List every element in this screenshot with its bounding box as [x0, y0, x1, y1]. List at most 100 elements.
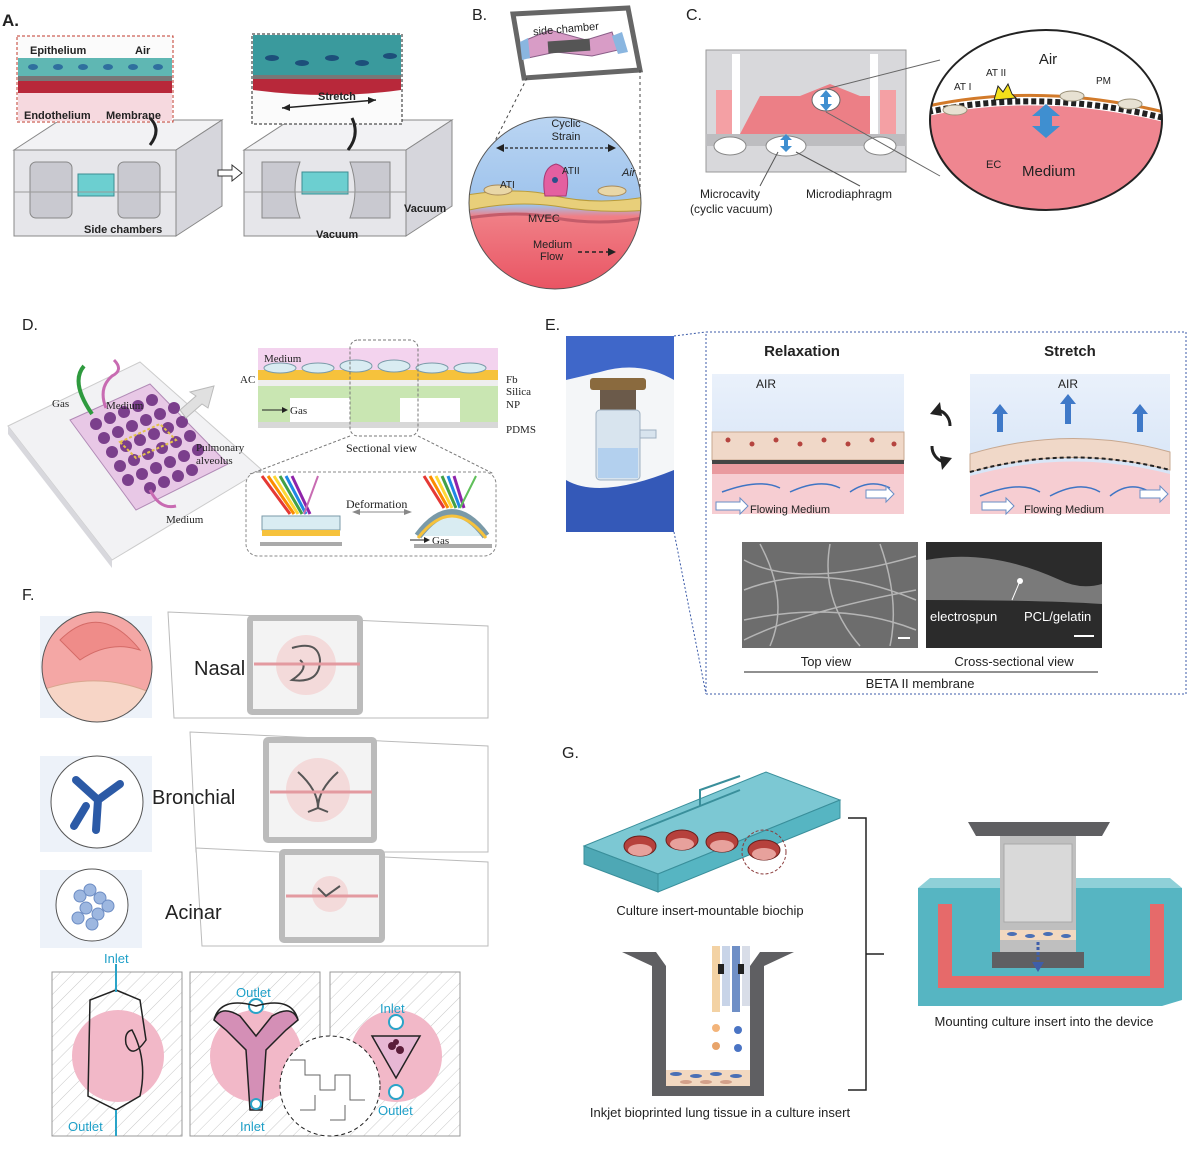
- b-chip-top: side chamber: [510, 5, 643, 81]
- label-np: NP: [506, 399, 520, 411]
- label-air-c: Air: [1039, 51, 1057, 68]
- label-relaxation: Relaxation: [764, 343, 840, 360]
- label-inlet-1: Inlet: [104, 951, 129, 966]
- g-bracket: [848, 817, 884, 1091]
- panel-d: D. Gas Medium Pulmonary alveolus Medium: [7, 317, 536, 568]
- label-fb: Fb: [506, 374, 518, 386]
- f-row-acinar: [40, 847, 489, 948]
- label-inlet-3: Inlet: [380, 1001, 405, 1016]
- panel-g: G. Culture insert-mountable biochip: [562, 745, 1182, 1120]
- inset-relaxed: Epithelium Air Endothelium Membrane: [16, 35, 174, 146]
- label-air-a: Air: [135, 45, 151, 57]
- label-medium-top: Medium: [264, 353, 302, 365]
- e-sem-top-view: [742, 542, 918, 648]
- g-biochip: [582, 771, 842, 893]
- label-air-b: Air: [621, 167, 637, 179]
- f-row-bronchial: [40, 731, 489, 853]
- label-flow-b: Flow: [540, 251, 563, 263]
- label-vacuum-left: Vacuum: [316, 229, 358, 241]
- b-circle: [469, 117, 641, 289]
- label-mvec: MVEC: [528, 213, 560, 225]
- label-pulmonary: Pulmonary: [196, 442, 245, 454]
- panel-c-letter: C.: [686, 7, 702, 24]
- panel-a: A. Epithelium Air Endothelium Membr: [2, 11, 454, 241]
- label-pcl-gelatin: PCL/gelatin: [1024, 609, 1091, 624]
- panel-f-letter: F.: [22, 587, 34, 604]
- label-air-left: AIR: [756, 377, 776, 391]
- e-stretch-tile: [969, 374, 1171, 516]
- panel-d-letter: D.: [22, 317, 38, 334]
- label-at2: AT II: [986, 68, 1006, 79]
- chip-stretched: [242, 119, 454, 237]
- label-microcavity: Microcavity: [700, 187, 760, 201]
- panel-c: C. Air: [686, 7, 1163, 216]
- g-insert: [622, 946, 794, 1096]
- label-cyclic: Cyclic: [551, 118, 581, 130]
- label-nasal: Nasal: [194, 658, 245, 680]
- label-outlet-2: Outlet: [236, 985, 271, 1000]
- label-ec: EC: [986, 159, 1001, 171]
- f-row-nasal: [40, 611, 489, 723]
- label-medium-bottom: Medium: [166, 514, 204, 526]
- panel-b-letter: B.: [472, 7, 487, 24]
- label-top-view: Top view: [801, 654, 852, 669]
- panel-e: E. Relaxation Stretch: [545, 317, 1187, 695]
- label-mounting: Mounting culture insert into the device: [935, 1014, 1154, 1029]
- d-chip: [7, 358, 263, 568]
- curved-arrow: [148, 116, 158, 146]
- f-channel-nasal: [51, 964, 183, 1137]
- label-outlet-3: Outlet: [378, 1103, 413, 1118]
- label-air-right: AIR: [1058, 377, 1078, 391]
- label-ati: ATI: [500, 180, 515, 191]
- label-inlet-2: Inlet: [240, 1119, 265, 1134]
- transition-arrow: [217, 163, 243, 183]
- label-bronchial: Bronchial: [152, 787, 235, 809]
- panel-e-letter: E.: [545, 317, 560, 334]
- f-zoom-circle: [279, 1035, 381, 1137]
- label-pm: PM: [1096, 76, 1111, 87]
- label-beta-membrane: BETA II membrane: [866, 676, 975, 691]
- label-gas-arrow: Gas: [290, 405, 307, 417]
- label-medium-c: Medium: [1022, 163, 1075, 180]
- label-electrospun: electrospun: [930, 609, 997, 624]
- label-acinar: Acinar: [165, 902, 222, 924]
- label-medium-b: Medium: [533, 239, 572, 251]
- label-endothelium: Endothelium: [24, 110, 91, 122]
- e-relaxation-tile: [711, 374, 905, 516]
- label-microdiaphragm: Microdiaphragm: [806, 187, 892, 201]
- label-gas-bottom: Gas: [432, 535, 449, 547]
- label-side-chamber: side chamber: [533, 21, 600, 39]
- label-gas-tube: Gas: [52, 398, 69, 410]
- label-at1: AT I: [954, 82, 971, 93]
- label-atii: ATII: [562, 166, 580, 177]
- label-medium-tube: Medium: [106, 400, 144, 412]
- panel-a-letter: A.: [2, 11, 19, 30]
- label-deformation: Deformation: [346, 497, 407, 511]
- d-cross-section: [258, 339, 498, 437]
- panel-b: B. side chamber Cyclic Strain Air A: [468, 5, 643, 290]
- label-stretch-a: Stretch: [318, 91, 356, 103]
- c-device: [705, 49, 907, 173]
- label-stretch-e: Stretch: [1044, 343, 1096, 360]
- e-sem-cross-view: [926, 542, 1102, 648]
- panel-f: F. Nasal Bronchi: [22, 587, 489, 1137]
- label-cross-view: Cross-sectional view: [954, 654, 1074, 669]
- d-deformation-box: [245, 471, 497, 557]
- label-biochip: Culture insert-mountable biochip: [616, 903, 803, 918]
- e-photo: [566, 336, 674, 532]
- alveoli-grid: [90, 394, 204, 494]
- label-cyclic-vacuum: (cyclic vacuum): [690, 202, 773, 216]
- label-membrane: Membrane: [106, 110, 161, 122]
- chip-relaxed: [12, 119, 224, 237]
- panel-g-letter: G.: [562, 745, 579, 762]
- label-epithelium: Epithelium: [30, 45, 86, 57]
- label-vacuum-right: Vacuum: [404, 203, 446, 215]
- label-side-chambers: Side chambers: [84, 224, 162, 236]
- g-device: [918, 822, 1182, 1006]
- label-bioprinted: Inkjet bioprinted lung tissue in a cultu…: [590, 1105, 851, 1120]
- label-sectional-view: Sectional view: [346, 441, 417, 455]
- label-flowing-left: Flowing Medium: [750, 504, 830, 516]
- label-flowing-right: Flowing Medium: [1024, 504, 1104, 516]
- inset-stretched: Stretch: [251, 33, 403, 151]
